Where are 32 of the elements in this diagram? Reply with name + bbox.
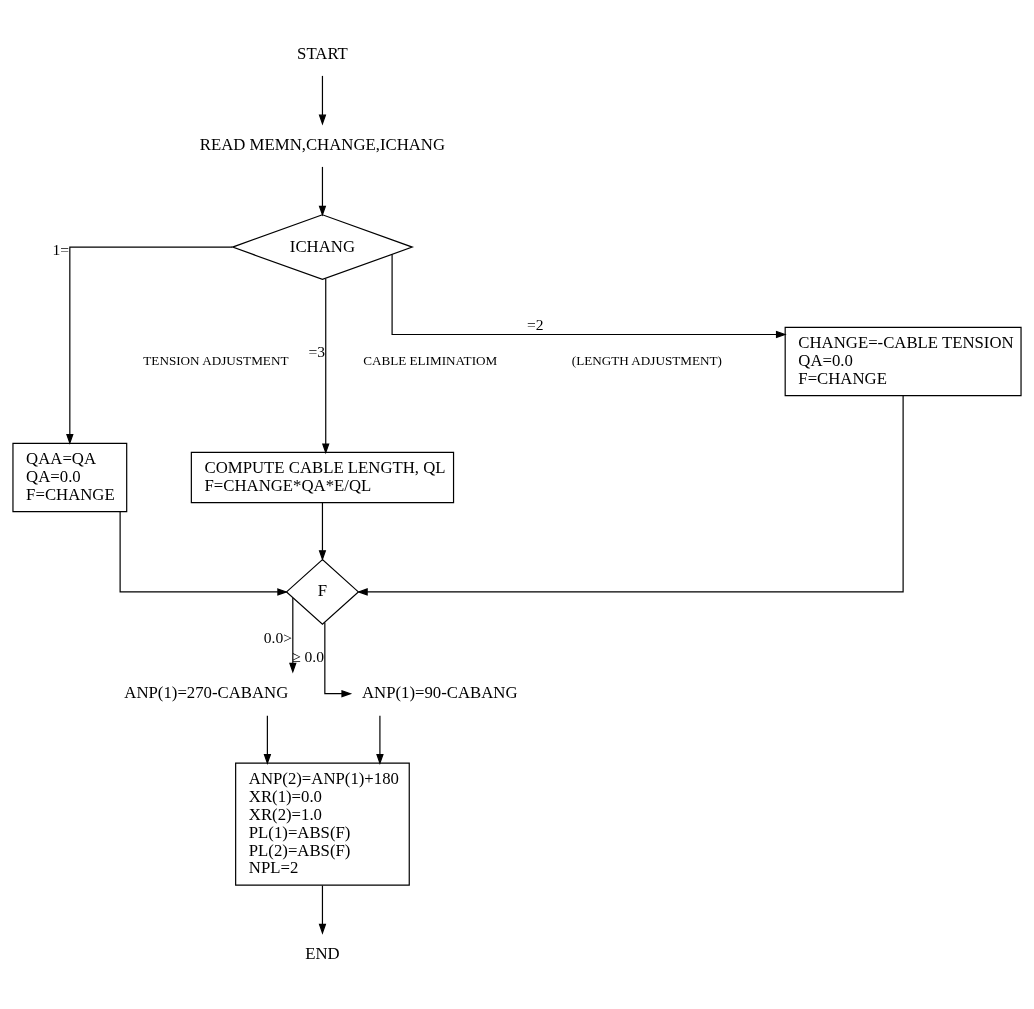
node-diamond: ICHANG — [230, 214, 414, 281]
arrow — [263, 715, 272, 765]
node-box: ANP(2)=ANP(1)+180 XR(1)=0.0 XR(2)=1.0 PL(1)=ABS(F) PL(2)=ABS(F) NPL=2 — [235, 762, 410, 886]
node-box: QAA=QA QA=0.0 F=CHANGE — [12, 442, 128, 513]
arrow — [391, 253, 787, 339]
node-text: ANP(1)=270-CABANG — [124, 683, 289, 703]
arrow — [356, 395, 904, 596]
edge-label: 1= — [52, 241, 70, 259]
node-text: START — [297, 43, 348, 63]
arrow — [289, 597, 297, 674]
arrow — [318, 885, 327, 935]
edge-label: 0.0> — [263, 629, 292, 647]
label: (LENGTH ADJUSTMENT) — [571, 352, 722, 368]
arrow — [318, 502, 327, 561]
node-text: END — [305, 944, 340, 964]
edge-label: ≥ 0.0 — [292, 648, 325, 666]
arrow — [376, 715, 384, 765]
edge-label: =2 — [527, 316, 544, 334]
arrow — [321, 278, 330, 455]
arrow — [119, 511, 289, 596]
node-text: READ MEMN,CHANGE,ICHANG — [199, 134, 446, 154]
label: CABLE ELIMINATIOM — [363, 352, 498, 368]
label: TENSION ADJUSTMENT — [143, 352, 289, 368]
node-text: ANP(1)=90-CABANG — [362, 683, 518, 703]
arrow — [318, 166, 327, 217]
arrow — [324, 621, 353, 698]
node-box: CHANGE=-CABLE TENSION QA=0.0 F=CHANGE — [784, 326, 1022, 397]
arrow — [318, 75, 327, 126]
node-diamond: F — [285, 558, 360, 626]
arrow — [66, 246, 233, 445]
edge-label: =3 — [308, 343, 326, 361]
node-box: COMPUTE CABLE LENGTH, QL F=CHANGE*QA*E/QL — [190, 451, 455, 504]
